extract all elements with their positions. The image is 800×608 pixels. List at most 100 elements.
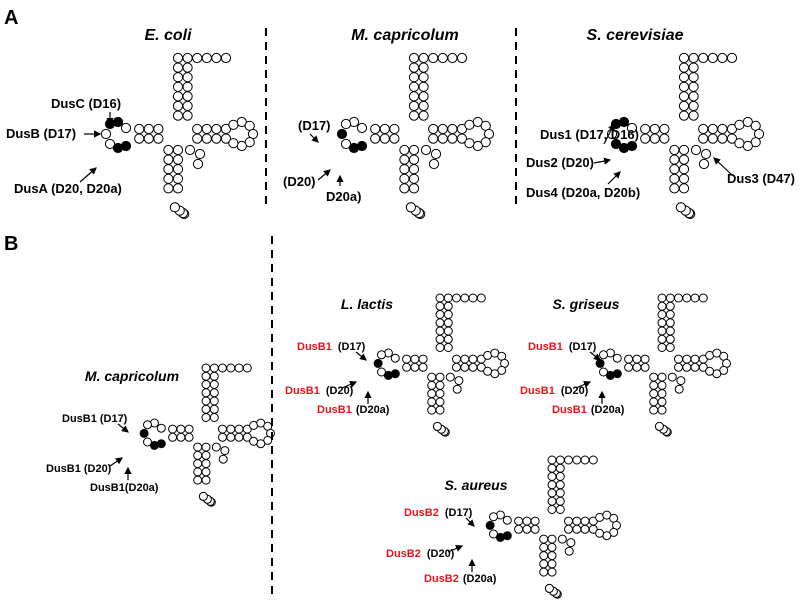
nucleotide: [430, 148, 442, 160]
nucleotide: [443, 301, 453, 311]
nucleotide: [734, 138, 745, 149]
nucleotide: [172, 164, 184, 175]
nucleotide: [228, 138, 239, 149]
nucleotide: [172, 91, 184, 102]
nucleotide: [201, 388, 211, 398]
nucleotide: [665, 326, 675, 336]
nucleotide: [201, 371, 211, 381]
nucleotide: [408, 62, 420, 73]
nucleotide: [707, 52, 718, 64]
nucleotide: [665, 293, 675, 303]
nucleotide: [437, 123, 448, 135]
modified-nucleotide: [485, 520, 495, 530]
nucleotide: [707, 123, 718, 135]
panel-a-species-1: E. coli: [144, 27, 192, 44]
nucleotide: [705, 366, 715, 376]
nucleotide: [657, 310, 667, 319]
llactis-label-3: DusB1(D20a): [317, 404, 390, 416]
nucleotide: [564, 516, 573, 526]
nucleotide: [483, 366, 493, 376]
nucleotide: [682, 293, 692, 303]
nucleotide: [408, 183, 420, 194]
nucleotide: [657, 326, 667, 336]
nucleotide: [211, 52, 222, 64]
nucleotide: [427, 380, 437, 390]
nucleotide: [564, 455, 573, 465]
nucleotide: [688, 72, 699, 83]
nucleotide: [163, 154, 174, 165]
nucleotide: [218, 363, 227, 373]
nucleotide: [674, 384, 684, 394]
nucleotide: [198, 491, 208, 501]
nucleotide: [667, 372, 677, 382]
nucleotide: [209, 380, 219, 389]
nucleotide: [657, 372, 667, 382]
nucleotide: [502, 515, 512, 525]
modified-nucleotide: [356, 140, 368, 152]
nucleotide: [657, 301, 667, 311]
nucleotide: [156, 423, 166, 433]
mcap-b-label-3: DusB1(D20a): [90, 482, 159, 494]
nucleotide: [472, 140, 483, 152]
nucleotide: [555, 455, 565, 465]
mcap-b-label-2: DusB1(D20): [46, 463, 112, 475]
nucleotide: [356, 122, 368, 134]
nucleotide: [544, 583, 554, 593]
nucleotide: [690, 293, 700, 303]
nucleotide: [435, 405, 445, 415]
nucleotide: [218, 424, 227, 434]
pointer-arrow: [355, 351, 367, 361]
nucleotide: [220, 52, 232, 64]
saureus-label-2: DusB2(D20): [386, 548, 455, 560]
trna-saureus: [485, 455, 621, 599]
nucleotide: [555, 480, 565, 490]
nucleotide: [143, 420, 152, 430]
nucleotide: [163, 164, 174, 175]
nucleotide: [688, 110, 699, 121]
nucleotide: [172, 173, 184, 184]
nucleotide: [564, 546, 574, 556]
nucleotide: [193, 442, 203, 452]
nucleotide: [678, 100, 690, 112]
nucleotide: [678, 164, 690, 175]
nucleotide: [435, 326, 445, 336]
nucleotide: [120, 122, 132, 134]
nucleotide: [153, 123, 164, 135]
nucleotide: [464, 138, 475, 149]
nucleotide: [408, 173, 420, 184]
nucleotide: [649, 405, 659, 415]
nucleotide: [209, 371, 219, 381]
panel-a-species-2: M. capricolum: [351, 27, 459, 44]
nucleotide: [676, 376, 686, 386]
nucleotide: [454, 376, 464, 386]
nucleotide: [402, 362, 412, 372]
nucleotide: [698, 123, 709, 135]
nucleotide: [176, 424, 186, 434]
nucleotide: [443, 334, 453, 344]
nucleotide: [172, 110, 184, 121]
nucleotide: [460, 293, 470, 303]
nucleotide: [678, 144, 690, 156]
nucleotide: [588, 524, 598, 534]
nucleotide: [201, 413, 211, 422]
nucleotide: [669, 144, 680, 156]
nucleotide: [399, 154, 410, 165]
nucleotide: [555, 472, 565, 481]
nucleotide: [665, 334, 675, 344]
nucleotide: [572, 524, 582, 534]
modified-nucleotide: [139, 428, 149, 438]
nucleotide: [201, 442, 211, 452]
nucleotide: [726, 52, 738, 64]
nucleotide: [580, 524, 590, 534]
nucleotide: [172, 183, 184, 194]
nucleotide: [742, 140, 753, 152]
nucleotide: [182, 52, 193, 64]
nucleotide: [399, 164, 410, 175]
nucleotide: [163, 183, 174, 194]
nucleotide: [153, 133, 164, 144]
nucleotide: [408, 144, 420, 156]
nucleotide: [707, 133, 718, 144]
nucleotide: [408, 110, 420, 121]
nucleotide: [437, 133, 448, 144]
